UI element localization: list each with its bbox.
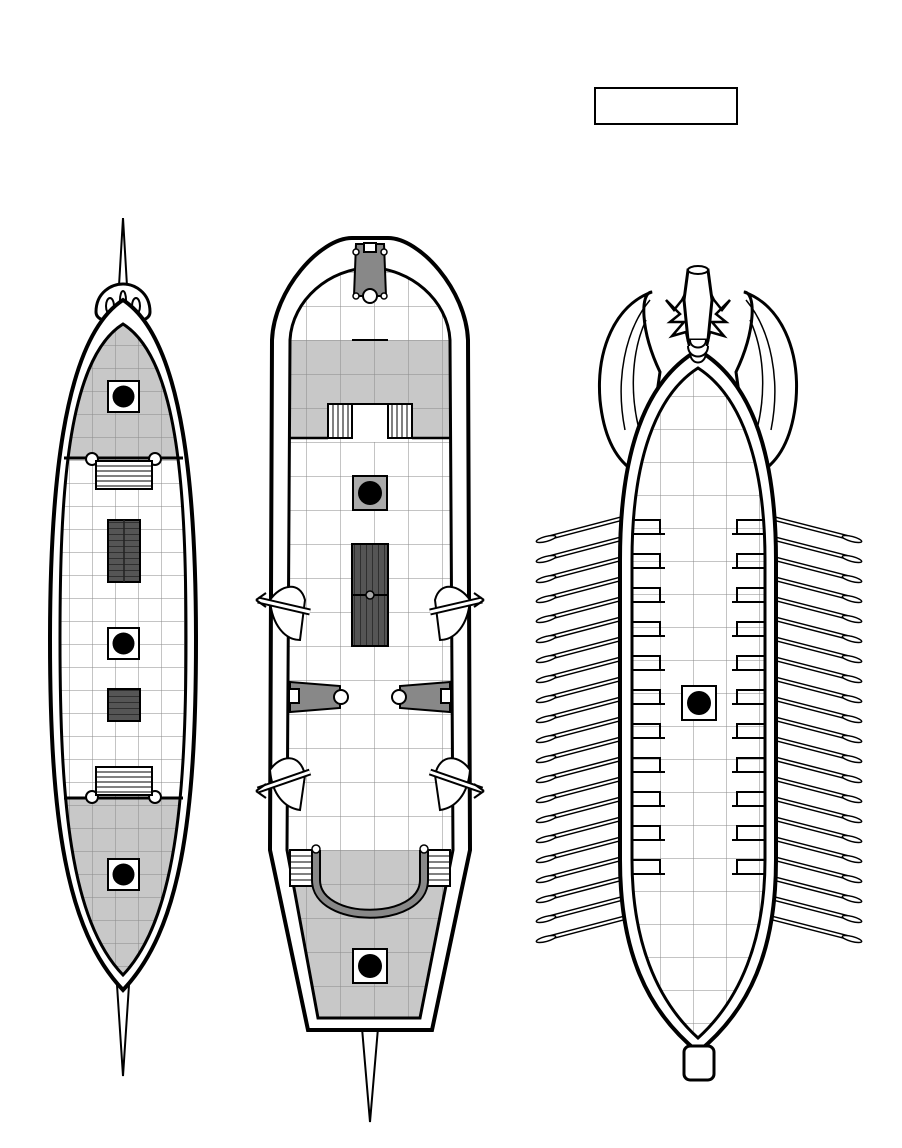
mast-icon (107, 380, 140, 413)
stairs-icon (387, 403, 413, 439)
oar (535, 575, 625, 604)
oar (771, 555, 863, 584)
rowing-bench (633, 587, 665, 603)
rowing-benches (633, 519, 764, 875)
oar-icon (535, 515, 625, 944)
mast-icon (107, 627, 140, 660)
rowing-bench (633, 859, 665, 875)
oar (771, 535, 863, 564)
ship-center-war-galleon (255, 236, 485, 1123)
oar (771, 655, 863, 684)
oar (771, 895, 863, 924)
oar (535, 895, 625, 924)
oar (535, 795, 625, 824)
oar (535, 695, 625, 724)
rowing-bench (633, 723, 665, 739)
oar (771, 835, 863, 864)
rowing-bench (633, 519, 665, 535)
rowing-bench (732, 689, 764, 705)
stairs-icon (327, 403, 353, 439)
rowing-bench (633, 791, 665, 807)
oar (535, 635, 625, 664)
oar (535, 655, 625, 684)
oar (535, 815, 625, 844)
wing-icon (597, 290, 662, 473)
oar (535, 875, 625, 904)
rowing-bench (732, 825, 764, 841)
rowing-bench (732, 791, 764, 807)
oar (771, 595, 863, 624)
oar (771, 855, 863, 884)
rowing-bench (633, 655, 665, 671)
oar (535, 855, 625, 884)
oar (535, 615, 625, 644)
rowing-bench (732, 655, 764, 671)
rowing-bench (633, 553, 665, 569)
rowing-bench (732, 519, 764, 535)
oar (535, 835, 625, 864)
oar (771, 755, 863, 784)
rowing-bench (732, 723, 764, 739)
oar (535, 675, 625, 704)
stairs-icon (95, 766, 153, 796)
oar (771, 875, 863, 904)
hatch-icon (107, 688, 141, 722)
oar (771, 635, 863, 664)
stern-post (682, 1044, 716, 1082)
catapult-icon (429, 585, 485, 642)
oar (771, 735, 863, 764)
mast-icon (107, 858, 140, 891)
oar (535, 515, 625, 544)
dragon-head-icon (665, 265, 731, 364)
rowing-bench (732, 621, 764, 637)
oar (771, 675, 863, 704)
label-box (594, 87, 738, 125)
oar (535, 595, 625, 624)
stern-spike (115, 984, 131, 1077)
ship-left-cog (47, 217, 199, 1077)
mast-icon (352, 475, 388, 511)
bow-spike (117, 217, 129, 287)
oar (535, 535, 625, 564)
catapult-icon (428, 757, 485, 812)
wing-icon (734, 290, 799, 473)
rowing-bench (633, 689, 665, 705)
oar (771, 615, 863, 644)
oar (771, 915, 863, 944)
oar (535, 755, 625, 784)
rowing-bench (633, 621, 665, 637)
oar (771, 775, 863, 804)
rowing-bench (732, 859, 764, 875)
oar (771, 815, 863, 844)
oar (771, 795, 863, 824)
oar (771, 715, 863, 744)
ship-right-dragon-galley (535, 265, 863, 1082)
oar (535, 555, 625, 584)
oar (771, 515, 863, 544)
oar (535, 775, 625, 804)
stern-spike (360, 1027, 380, 1123)
oar (535, 715, 625, 744)
mast-icon (352, 948, 388, 984)
catapult-icon (255, 757, 312, 812)
rowing-bench (732, 553, 764, 569)
rowing-bench (633, 825, 665, 841)
ballista-icon (288, 680, 349, 714)
oar (535, 915, 625, 944)
oar-icon (771, 515, 863, 944)
hatch-icon (351, 543, 389, 647)
rowing-bench (732, 757, 764, 773)
rowing-bench (633, 757, 665, 773)
catapult-icon (255, 585, 311, 642)
stairs-icon (95, 460, 153, 490)
oar (771, 695, 863, 724)
ballista-icon (391, 680, 452, 714)
mast-icon (681, 685, 717, 721)
oar (771, 575, 863, 604)
ballista-icon (352, 242, 388, 304)
oar (535, 735, 625, 764)
rowing-bench (732, 587, 764, 603)
